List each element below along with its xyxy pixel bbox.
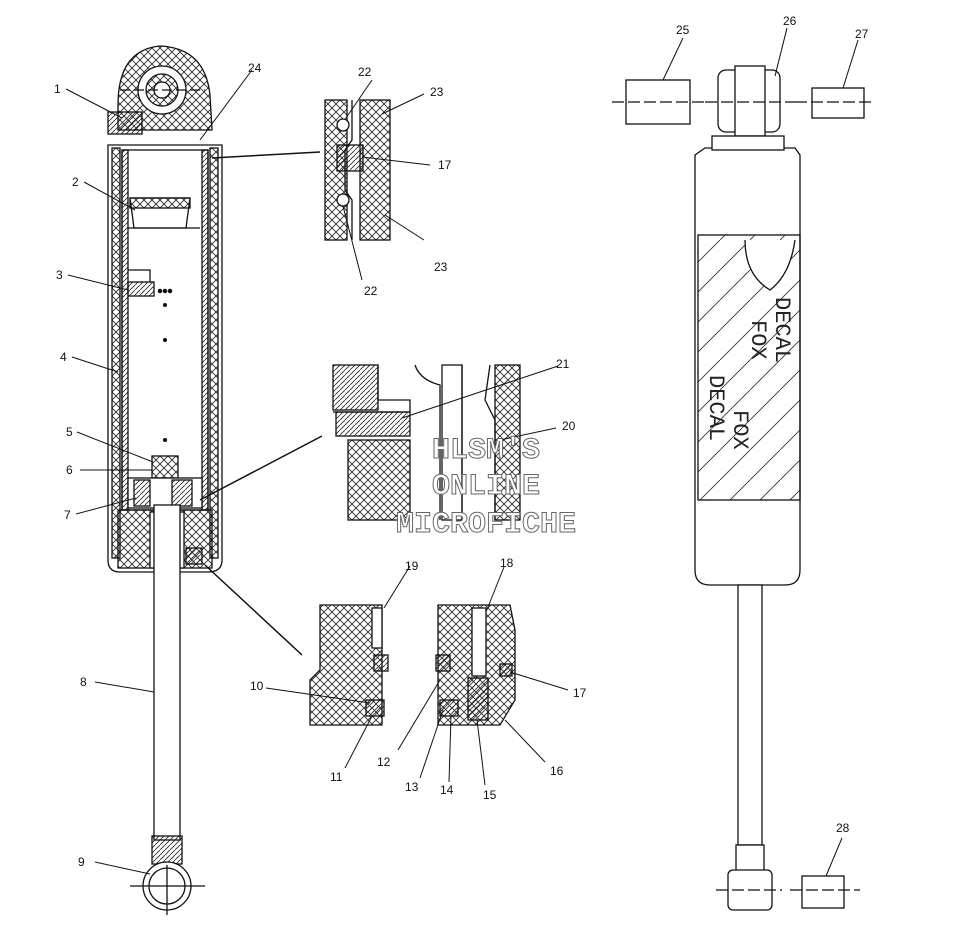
decal-text-bottom: DECAL bbox=[703, 375, 728, 441]
callout-22-top: 22 bbox=[358, 65, 372, 79]
decal-text: DECAL FOX DECAL FOX bbox=[703, 297, 794, 450]
piston-nut bbox=[151, 455, 179, 479]
callout-11: 11 bbox=[330, 770, 343, 784]
decal-brand-top: FOX bbox=[745, 320, 770, 360]
watermark-line-3: MICROFICHE bbox=[396, 508, 576, 542]
assembled-shaft bbox=[737, 584, 763, 846]
bushing-bottom bbox=[801, 875, 845, 909]
callout-1: 1 bbox=[54, 82, 61, 96]
callout-8: 8 bbox=[80, 675, 87, 689]
outer-body bbox=[107, 144, 223, 573]
assembled-shock bbox=[612, 65, 875, 911]
callout-3: 3 bbox=[56, 268, 63, 282]
callout-13: 13 bbox=[405, 780, 419, 794]
callout-18: 18 bbox=[500, 556, 514, 570]
callout-26: 26 bbox=[783, 14, 797, 28]
shaft bbox=[153, 504, 181, 841]
callout-17-oring: 17 bbox=[438, 158, 452, 172]
sectioned-shock bbox=[107, 45, 223, 915]
callout-28: 28 bbox=[836, 821, 850, 835]
bleed-screw bbox=[107, 111, 143, 135]
callout-9: 9 bbox=[78, 855, 85, 869]
bushing-right bbox=[811, 87, 865, 119]
decal-brand-bottom: FOX bbox=[727, 410, 752, 450]
callout-19: 19 bbox=[405, 559, 419, 573]
detail-oring bbox=[324, 99, 391, 241]
callout-25: 25 bbox=[676, 23, 690, 37]
callout-15: 15 bbox=[483, 788, 497, 802]
callout-21: 21 bbox=[556, 357, 570, 371]
callout-16: 16 bbox=[550, 764, 564, 778]
decal-text-top: DECAL bbox=[769, 297, 794, 363]
callout-7: 7 bbox=[64, 508, 71, 522]
callout-10: 10 bbox=[250, 679, 264, 693]
watermark-line-1: HLSM'S bbox=[432, 434, 540, 468]
callout-24: 24 bbox=[248, 61, 262, 75]
callout-14: 14 bbox=[440, 783, 454, 797]
callout-27: 27 bbox=[855, 27, 869, 41]
watermark: HLSM'S ONLINE MICROFICHE bbox=[395, 434, 576, 543]
callout-12: 12 bbox=[377, 755, 391, 769]
callout-23-bottom: 23 bbox=[434, 260, 448, 274]
detail-piston bbox=[332, 364, 521, 521]
callout-6: 6 bbox=[66, 463, 73, 477]
detail-seal-head-right bbox=[435, 604, 516, 726]
callout-2: 2 bbox=[72, 175, 79, 189]
callout-23-top: 23 bbox=[430, 85, 444, 99]
callout-5: 5 bbox=[66, 425, 73, 439]
decal-area bbox=[697, 234, 801, 501]
callout-20: 20 bbox=[562, 419, 576, 433]
callouts: 1 2 3 4 5 6 7 8 9 10 11 12 13 14 15 16 1… bbox=[54, 14, 869, 869]
callout-17-seal: 17 bbox=[573, 686, 587, 700]
watermark-line-2: ONLINE bbox=[432, 470, 540, 504]
callout-4: 4 bbox=[60, 350, 67, 364]
callout-22-bottom: 22 bbox=[364, 284, 378, 298]
detail-seal-head-left bbox=[309, 604, 389, 726]
lower-thread bbox=[151, 835, 183, 865]
